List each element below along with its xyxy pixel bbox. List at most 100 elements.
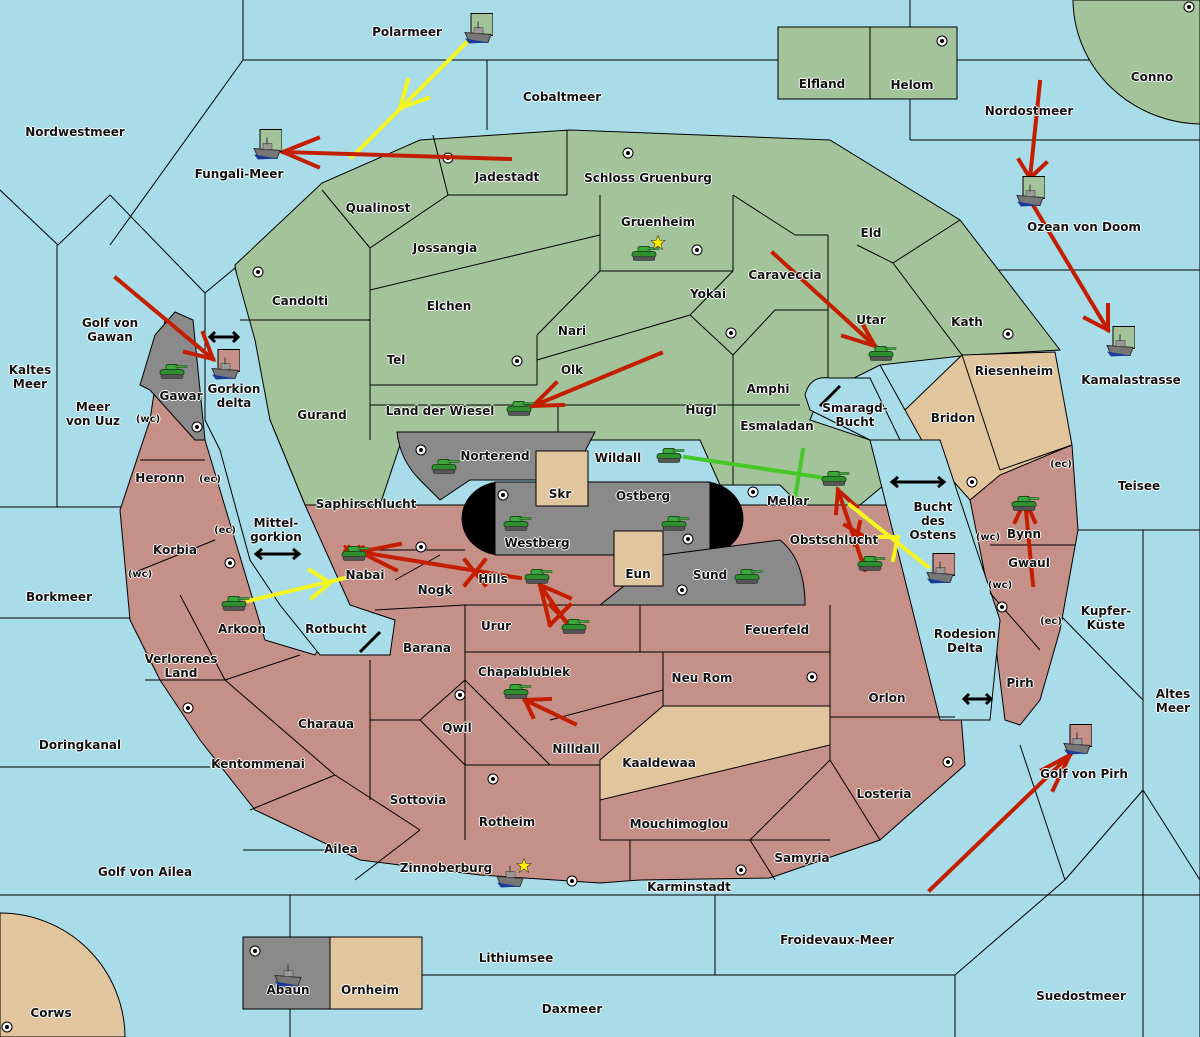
label-abaun: Abaun — [266, 983, 310, 997]
fleet-unit-fungali-meer[interactable] — [252, 129, 283, 168]
coast-label-bynn-ec: (ec) — [1050, 459, 1072, 470]
ship-icon — [496, 865, 524, 888]
label-hills: Hills — [478, 572, 508, 586]
tank-icon — [503, 516, 532, 531]
label-golf-von-pirh: Golf von Pirh — [1040, 767, 1128, 781]
support-order-arkoon — [245, 567, 348, 604]
label-froidevaux-meer: Froidevaux-Meer — [780, 933, 894, 947]
army-unit-wildall[interactable] — [655, 446, 685, 469]
province-elfland[interactable] — [777, 26, 871, 100]
label-bucht-des-ostens: Bucht des Ostens — [909, 500, 957, 542]
army-unit-hills[interactable] — [523, 567, 553, 590]
capital-star-icon — [650, 234, 666, 256]
green-territory — [234, 129, 1061, 506]
fleet-unit-bucht-des-ostens[interactable] — [925, 553, 956, 592]
label-esmaladan: Esmaladan — [740, 419, 814, 433]
label-skr: Skr — [548, 487, 572, 501]
label-gruenheim: Gruenheim — [620, 215, 696, 229]
label-smaragd-bucht: Smaragd- Bucht — [822, 401, 888, 429]
label-sund: Sund — [692, 568, 728, 582]
label-eun: Eun — [625, 567, 651, 581]
label-nilldall: Nilldall — [552, 742, 600, 756]
army-unit-sund[interactable] — [733, 567, 763, 590]
label-westberg: Westberg — [504, 536, 570, 550]
move-order-kamala — [1027, 197, 1111, 334]
label-heronn: Heronn — [135, 471, 185, 485]
province-eun[interactable] — [613, 530, 664, 587]
army-unit-westberg[interactable] — [502, 514, 532, 537]
fleet-unit-polarmeer[interactable] — [463, 13, 494, 52]
label-kentommenai: Kentommenai — [211, 757, 305, 771]
army-unit-gawar[interactable] — [158, 362, 188, 385]
label-mittel-gorkion: Mittel- gorkion — [250, 516, 302, 544]
army-unit-norterend[interactable] — [430, 457, 460, 480]
province-corws[interactable] — [0, 912, 126, 1037]
label-verlorenes-land: Verlorenes Land — [144, 652, 218, 680]
label-daxmeer: Daxmeer — [541, 1002, 603, 1016]
convoy-order-wildall — [682, 447, 828, 501]
label-schloss-gruenburg: Schloss Gruenburg — [584, 171, 712, 185]
ship-icon — [274, 964, 302, 987]
label-korbia: Korbia — [152, 543, 198, 557]
label-saphirschlucht: Saphirschlucht — [315, 497, 417, 511]
army-unit-obstschlucht[interactable] — [856, 554, 886, 577]
army-unit-utar[interactable] — [867, 344, 897, 367]
label-nabai: Nabai — [345, 568, 385, 582]
label-lithiumsee: Lithiumsee — [478, 951, 554, 965]
coast-label-gwaul-wc: (wc) — [987, 580, 1013, 591]
move-order-fungali — [277, 135, 513, 170]
army-unit-ostberg[interactable] — [660, 514, 690, 537]
move-order-chapa — [521, 696, 578, 727]
label-mellar: Mellar — [766, 494, 810, 508]
land-borders — [127, 130, 1075, 881]
label-olk: Olk — [560, 363, 584, 377]
army-unit-mellar[interactable] — [820, 469, 850, 492]
army-unit-land-der-wiesel[interactable] — [505, 399, 535, 422]
move-order-pirh — [927, 750, 1075, 893]
tank-icon — [561, 619, 590, 634]
province-conno[interactable] — [1072, 0, 1200, 125]
label-gawar: Gawar — [159, 389, 203, 403]
label-nari: Nari — [557, 324, 587, 338]
label-sottovia: Sottovia — [389, 793, 447, 807]
province-skr[interactable] — [535, 450, 589, 507]
support-order-polarmeer — [349, 34, 475, 160]
move-order-gorkion — [113, 275, 217, 362]
fleet-unit-gorkion-delta[interactable] — [210, 349, 241, 388]
province-ornheim[interactable] — [329, 936, 423, 1010]
army-unit-arkoon[interactable] — [220, 594, 250, 617]
label-cobaltmeer: Cobaltmeer — [522, 90, 602, 104]
army-unit-chapablublek[interactable] — [502, 682, 532, 705]
ship-icon — [253, 129, 283, 160]
army-unit-nabai[interactable] — [340, 544, 370, 567]
move-order-urur-hills — [537, 582, 573, 631]
fleet-unit-zinnoberburg[interactable] — [495, 857, 525, 896]
province-norterend[interactable] — [396, 431, 596, 501]
fleet-unit-kamalastrasse[interactable] — [1105, 326, 1136, 365]
army-unit-urur[interactable] — [560, 617, 590, 640]
province-kaaldewaa[interactable] — [599, 705, 831, 801]
label-caraveccia: Caraveccia — [748, 268, 822, 282]
fleet-unit-ozean-von-doom[interactable] — [1015, 176, 1046, 215]
label-orlon: Orlon — [868, 691, 906, 705]
order-arrows — [113, 34, 1111, 893]
label-samyria: Samyria — [774, 851, 830, 865]
tank-icon — [857, 556, 886, 571]
label-elfland: Elfland — [798, 77, 846, 91]
province-gorkion-channel[interactable] — [204, 267, 396, 656]
label-ozean-von-doom: Ozean von Doom — [1027, 220, 1141, 234]
label-gurand: Gurand — [297, 408, 347, 422]
fleet-unit-golf-von-pirh[interactable] — [1062, 724, 1093, 763]
label-candolti: Candolti — [271, 294, 329, 308]
army-unit-bynn[interactable] — [1010, 494, 1040, 517]
tank-icon — [431, 459, 460, 474]
tank-icon — [661, 516, 690, 531]
fleet-unit-abaun[interactable] — [273, 956, 303, 995]
label-feuerfeld: Feuerfeld — [744, 623, 810, 637]
label-elchen: Elchen — [426, 299, 472, 313]
label-mouchimoglou: Mouchimoglou — [629, 817, 729, 831]
label-jossangia: Jossangia — [412, 241, 478, 255]
